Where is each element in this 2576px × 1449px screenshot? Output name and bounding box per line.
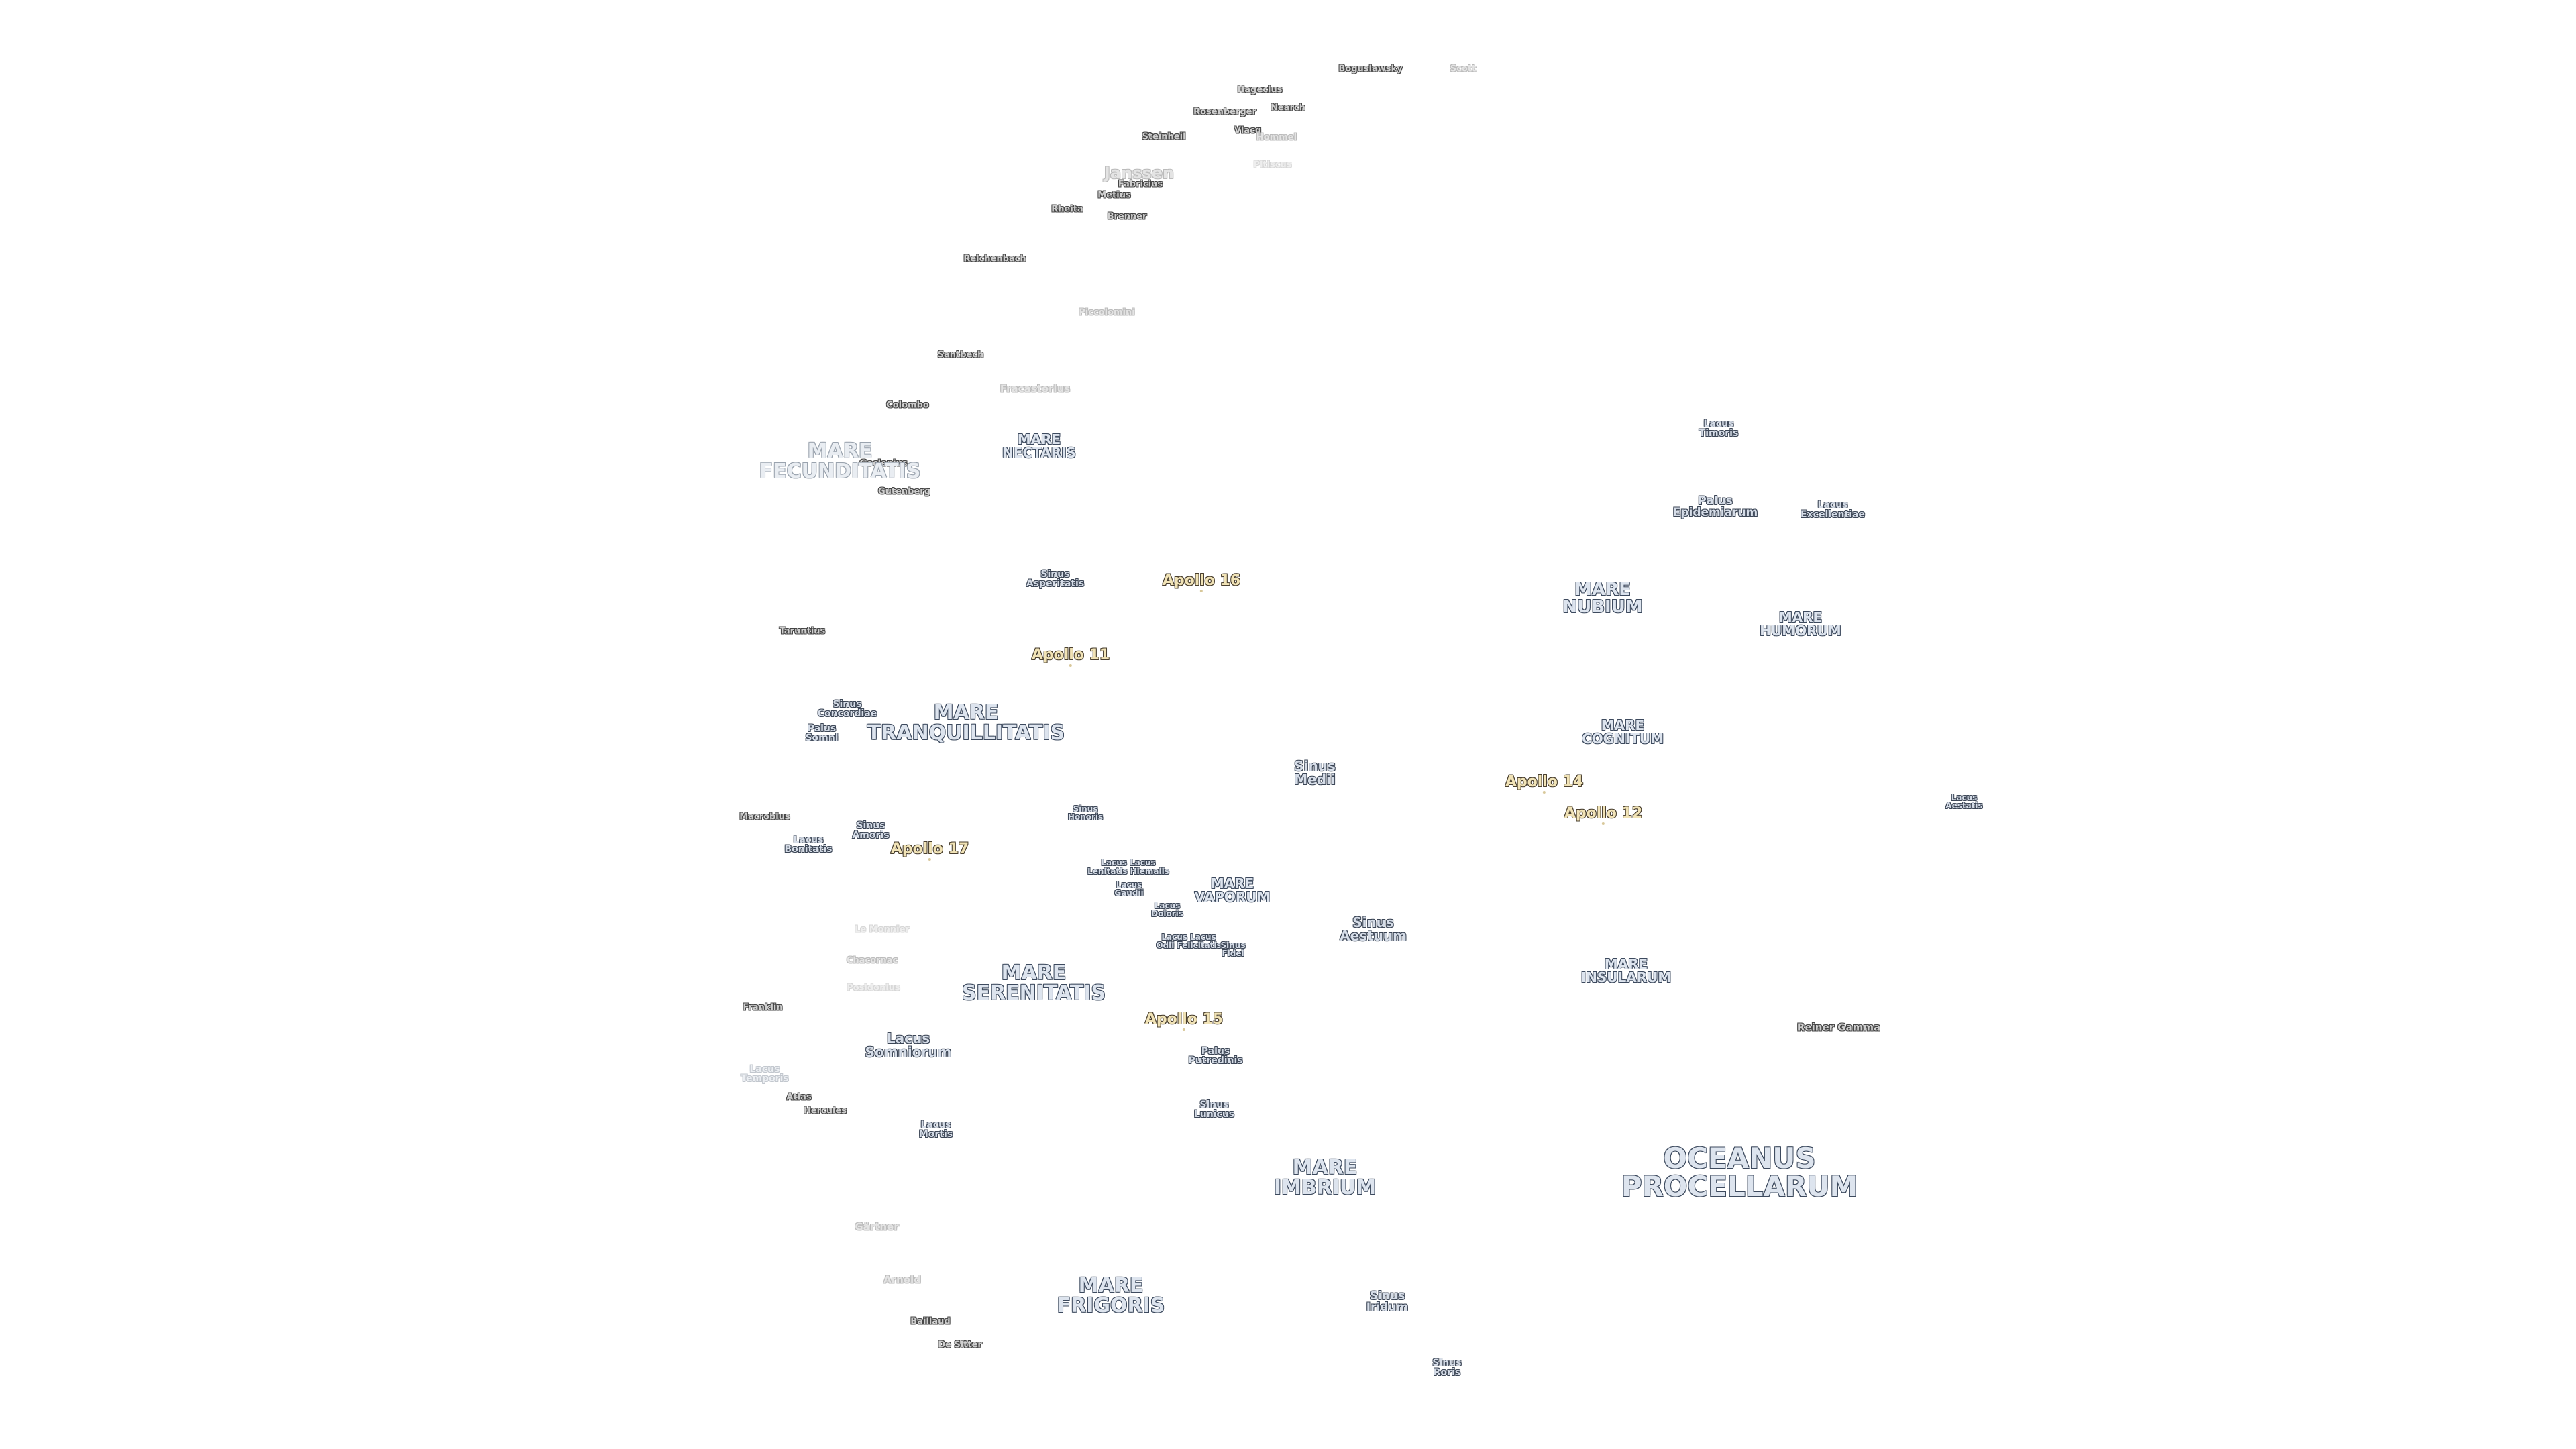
crater-label-goclenius: Goclenius: [859, 458, 908, 469]
landing-site-marker: [1069, 664, 1072, 667]
mare-label-nectaris: MARE NECTARIS: [1002, 431, 1076, 461]
feature-label-palus-somni: Palus Somni: [805, 723, 839, 743]
mare-label-fecunditatis: MARE FECUNDITATIS: [759, 439, 921, 483]
landing-site-marker: [1199, 590, 1203, 592]
crater-label-brenner: Brenner: [1107, 211, 1147, 222]
feature-label-sinus-honoris: Sinus Honoris: [1067, 804, 1104, 822]
crater-label-atlas: Atlas: [786, 1092, 812, 1103]
crater-label-macrobius: Macrobius: [739, 812, 790, 822]
feature-label-sinus-fidei: Sinus Fidei: [1220, 941, 1246, 958]
crater-label-gartner: Gärtner: [855, 1220, 899, 1233]
apollo-14-site: Apollo 14: [1505, 773, 1584, 794]
apollo-15-label: Apollo 15: [1144, 1011, 1224, 1028]
crater-label-reiner-gamma: Reiner Gamma: [1796, 1021, 1881, 1034]
apollo-15-site: Apollo 15: [1144, 1011, 1224, 1031]
landing-site-marker: [1542, 791, 1546, 794]
feature-label-lacus-doloris: Lacus Doloris: [1151, 901, 1183, 918]
apollo-17-label: Apollo 17: [890, 841, 969, 857]
feature-label-lacus-somniorum: Lacus Somniorum: [865, 1030, 952, 1060]
crater-label-fabricius: Fabricius: [1118, 179, 1163, 190]
crater-label-rheita: Rheita: [1051, 204, 1083, 215]
crater-label-pitiscus: Pitiscus: [1253, 160, 1292, 170]
apollo-12-label: Apollo 12: [1564, 805, 1643, 822]
feature-label-lacus-mortis: Lacus Mortis: [918, 1120, 953, 1140]
crater-label-janssen: Janssen: [1104, 164, 1175, 182]
crater-label-baillaud: Baillaud: [910, 1316, 951, 1327]
crater-label-fracastorius: Fracastorius: [1000, 382, 1071, 395]
crater-label-vlacq: Vlacq: [1234, 125, 1262, 136]
crater-label-piccolomini: Piccolomini: [1079, 307, 1135, 318]
crater-label-hommel: Hommel: [1256, 132, 1297, 143]
feature-label-sinus-lunicus: Sinus Lunicus: [1193, 1099, 1235, 1120]
mare-label-frigoris: MARE FRIGORIS: [1057, 1274, 1165, 1318]
feature-label-palus-putredinis: Palus Putredinis: [1188, 1046, 1243, 1066]
mare-label-imbrium: MARE IMBRIUM: [1273, 1156, 1377, 1199]
crater-label-taruntius: Taruntius: [779, 626, 826, 637]
feature-label-lacus-timoris: Lacus Timoris: [1699, 419, 1739, 439]
crater-label-scott: Scott: [1450, 64, 1477, 74]
feature-label-lacus-bonitatis: Lacus Bonitatis: [784, 835, 833, 855]
feature-label-sinus-amoris: Sinus Amoris: [852, 820, 890, 841]
crater-label-metius: Metius: [1097, 190, 1131, 201]
mare-label-nubium: MARE NUBIUM: [1562, 580, 1643, 617]
mare-label-cognitum: MARE COGNITUM: [1581, 717, 1664, 747]
feature-label-lacus-temporis: Lacus Temporis: [741, 1064, 789, 1084]
crater-label-nearch: Nearch: [1271, 103, 1305, 113]
mare-label-humorum: MARE HUMORUM: [1760, 609, 1841, 639]
feature-label-lacus-aestatis: Lacus Aestatis: [1945, 793, 1983, 810]
crater-label-posidonius: Posidonius: [847, 983, 900, 994]
mare-label-tranquillitatis: MARE TRANQUILLITATIS: [867, 701, 1065, 745]
crater-label-le-monnier: Le Monnier: [855, 924, 910, 935]
feature-label-sinus-concordiae: Sinus Concordiae: [817, 699, 877, 719]
apollo-12-site: Apollo 12: [1564, 805, 1643, 825]
crater-label-hercules: Hercules: [803, 1106, 847, 1116]
feature-label-lacus-lenitatis: Lacus Lacus: [1101, 858, 1156, 867]
mare-label-vaporum: MARE VAPORUM: [1194, 875, 1271, 905]
apollo-11-site: Apollo 11: [1031, 647, 1110, 667]
feature-label-lacus-excellentiae: Lacus Excellentiae: [1801, 500, 1865, 520]
crater-label-santbech: Santbech: [937, 350, 984, 360]
feature-label-lacus-gaudii: Lacus Gaudii: [1114, 880, 1144, 898]
mare-label-insularum: MARE INSULARUM: [1580, 956, 1672, 985]
crater-label-hagecius: Hagecius: [1237, 85, 1283, 95]
landing-site-marker: [1601, 822, 1605, 825]
crater-label-boguslawsky: Boguslawsky: [1338, 64, 1403, 74]
feature-label-sinus-asperitatis: Sinus Asperitatis: [1026, 569, 1085, 589]
feature-label-sinus-aestuum: Sinus Aestuum: [1340, 914, 1407, 944]
apollo-11-label: Apollo 11: [1031, 647, 1110, 663]
mare-label-oceanus-procellarum: OCEANUS PROCELLARUM: [1621, 1142, 1858, 1203]
apollo-14-label: Apollo 14: [1505, 773, 1584, 790]
apollo-16-site: Apollo 16: [1162, 572, 1241, 592]
crater-label-gutenberg: Gutenberg: [877, 486, 931, 497]
crater-label-franklin: Franklin: [743, 1002, 783, 1013]
crater-label-colombo: Colombo: [886, 400, 929, 411]
feature-label-sinus-medii: Sinus Medii: [1294, 758, 1336, 788]
feature-label-palus-epidemiarum: Palus Epidemiarum: [1672, 494, 1758, 519]
feature-label-sinus-iridum: Sinus Iridum: [1366, 1289, 1409, 1314]
landing-site-marker: [1182, 1028, 1185, 1031]
crater-label-reichenbach: Reichenbach: [963, 254, 1026, 264]
mare-label-serenitatis: MARE SERENITATIS: [961, 961, 1106, 1005]
feature-label-lacus-lenitatis-2: Lenitatis Hiemalis: [1087, 867, 1169, 876]
landing-site-marker: [928, 858, 931, 861]
feature-label-sinus-roris: Sinus Roris: [1432, 1358, 1462, 1378]
crater-label-arnold: Arnold: [883, 1273, 921, 1286]
feature-label-lacus-odii: Lacus Lacus Odii Felicitatis: [1156, 932, 1222, 950]
apollo-17-site: Apollo 17: [890, 841, 969, 861]
crater-label-de-sitter: De Sitter: [938, 1340, 982, 1350]
crater-label-steinheil: Steinheil: [1142, 131, 1186, 142]
apollo-16-label: Apollo 16: [1162, 572, 1241, 589]
crater-label-chacornac: Chacornac: [846, 955, 898, 966]
crater-label-rosenberger: Rosenberger: [1193, 107, 1256, 117]
